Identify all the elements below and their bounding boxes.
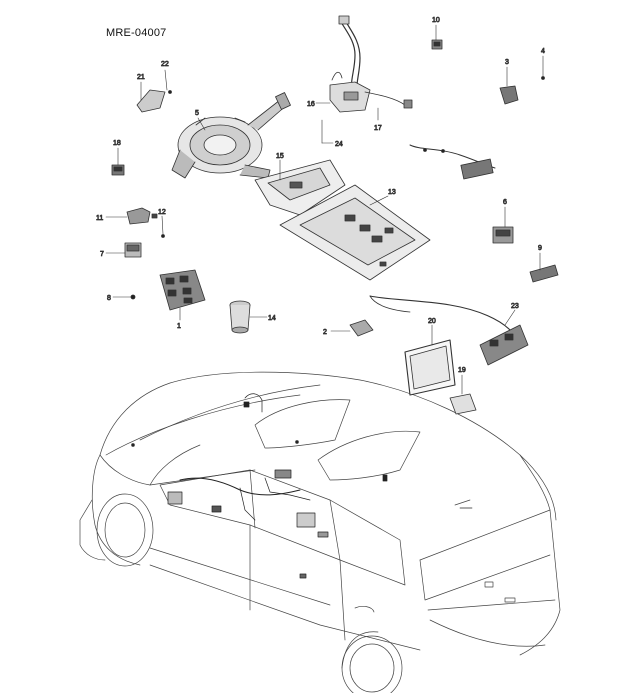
callout-23: 23 <box>511 303 519 310</box>
part-6-switch <box>492 226 514 244</box>
part-11-module <box>126 207 165 238</box>
callout-22: 22 <box>161 61 169 68</box>
part-5-combination-switch <box>171 92 291 179</box>
callout-labels: 21 22 5 18 11 12 7 8 1 14 15 24 16 17 13… <box>96 17 546 375</box>
callout-13: 13 <box>388 189 396 196</box>
callout-12: 12 <box>158 209 166 216</box>
part-2-module <box>349 319 374 337</box>
vehicle-illustration <box>79 371 561 698</box>
callout-16: 16 <box>307 101 315 108</box>
callout-8: 8 <box>107 295 111 302</box>
part-21-bracket <box>136 89 172 113</box>
part-9-switch-bar <box>529 264 559 283</box>
callout-3: 3 <box>505 59 509 66</box>
part-18-sensor <box>111 164 125 176</box>
part-16-harness-bracket <box>329 15 413 113</box>
part-13-center-console <box>279 184 431 281</box>
callout-1: 1 <box>177 323 181 330</box>
callout-5: 5 <box>195 110 199 117</box>
part-23-harness-panel <box>369 295 529 366</box>
callout-6: 6 <box>503 199 507 206</box>
part-14-socket <box>229 300 251 334</box>
callout-18: 18 <box>113 140 121 147</box>
callout-4: 4 <box>541 48 545 55</box>
part-7-switch <box>124 242 142 300</box>
callout-11: 11 <box>96 215 103 222</box>
callout-17: 17 <box>374 125 382 132</box>
leader-lines <box>105 24 544 395</box>
callout-2: 2 <box>323 329 327 336</box>
callout-24: 24 <box>335 141 343 148</box>
part-10-clip <box>431 39 443 50</box>
part-15-console-trim <box>254 159 346 216</box>
part-19-pad <box>449 393 477 415</box>
callout-14: 14 <box>268 315 276 322</box>
callout-20: 20 <box>428 318 436 325</box>
part-1-window-switch <box>159 269 206 311</box>
callout-10: 10 <box>432 17 440 24</box>
diagram-code: MRE-04007 <box>106 27 167 39</box>
callout-15: 15 <box>276 153 284 160</box>
callout-19: 19 <box>458 367 466 374</box>
callout-21: 21 <box>137 74 145 81</box>
callout-9: 9 <box>538 245 542 252</box>
part-20-display <box>404 339 456 396</box>
part-3-sensor <box>499 76 545 105</box>
harness-upper-right <box>409 144 496 180</box>
callout-7: 7 <box>100 251 104 258</box>
